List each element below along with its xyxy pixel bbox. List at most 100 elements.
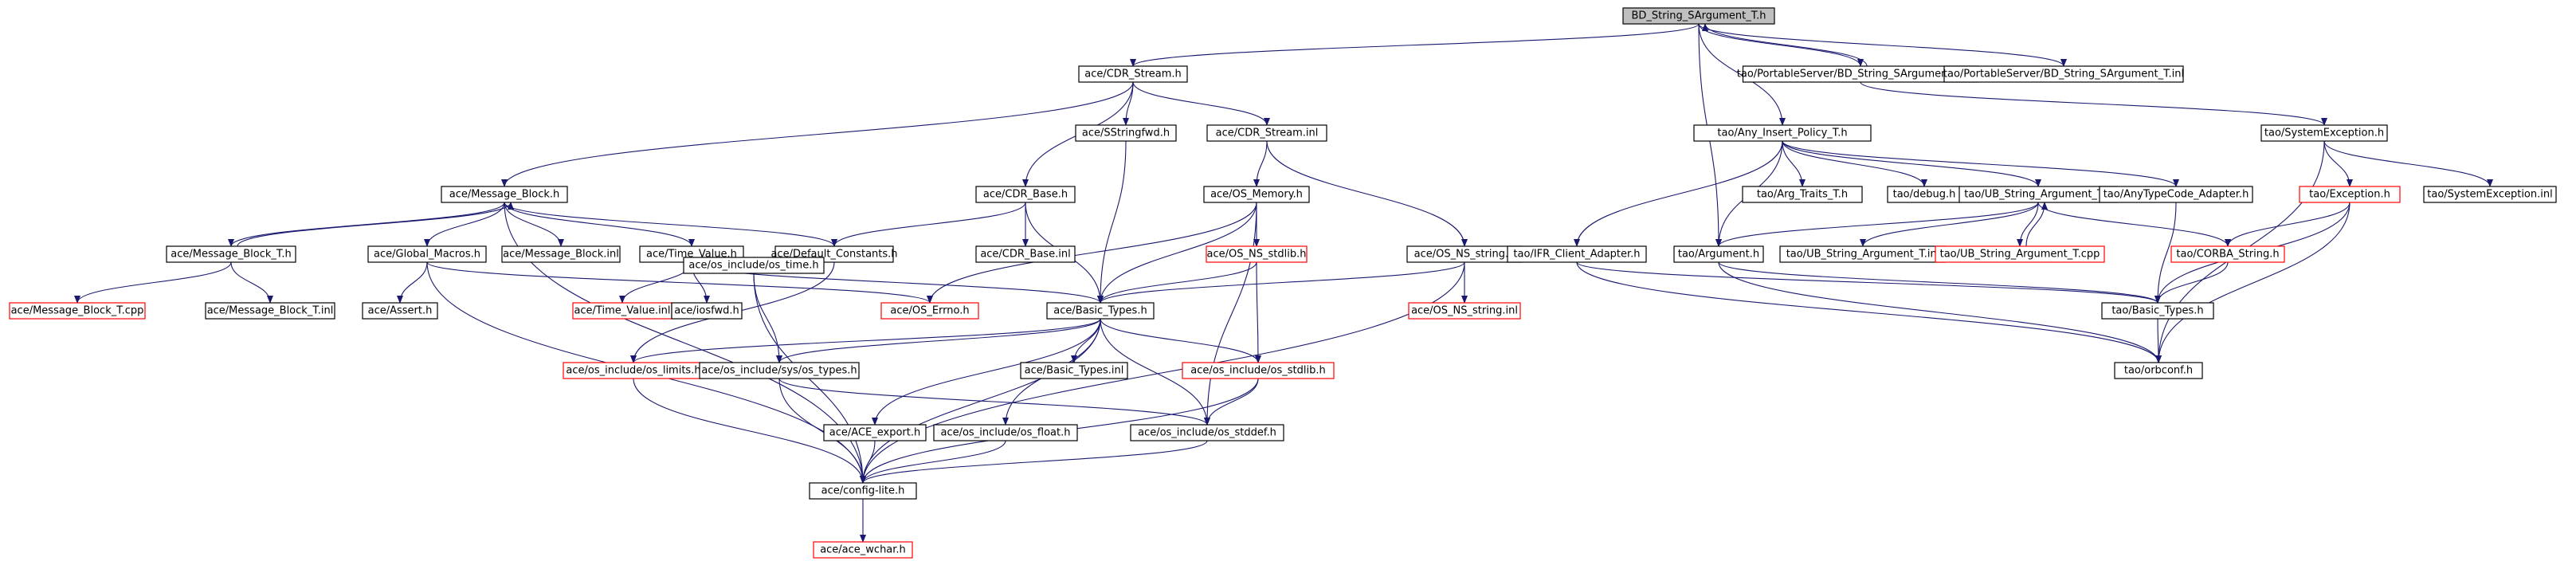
node-ub-string-arg-inl[interactable]: tao/UB_String_Argument_T.inl <box>1779 245 1947 263</box>
node-label: tao/Arg_Traits_T.h <box>1757 189 1848 201</box>
node-msgblock[interactable]: ace/Message_Block.h <box>441 186 568 203</box>
edge-any_insert-to-arg_traits <box>1782 140 1806 187</box>
node-label: tao/Exception.h <box>2309 189 2390 201</box>
edge-msgblock-to-msgblock_t <box>228 202 505 247</box>
node-basic-types[interactable]: ace/Basic_Types.h <box>1046 302 1155 320</box>
edge-msgblock-to-time_value <box>504 202 695 247</box>
node-sysexc-inl[interactable]: tao/SystemException.inl <box>2423 186 2557 203</box>
node-box <box>813 541 913 559</box>
node-label: ace/CDR_Stream.h <box>1084 69 1182 80</box>
node-ps-inl[interactable]: tao/PortableServer/BD_String_SArgument_T… <box>1943 65 2184 83</box>
node-argument-h[interactable]: tao/Argument.h <box>1673 245 1764 263</box>
node-os-ns-string-inl[interactable]: ace/OS_NS_string.inl <box>1408 302 1521 320</box>
node-box <box>501 245 621 263</box>
node-msgblock-inl[interactable]: ace/Message_Block.inl <box>501 245 621 263</box>
edge-os_ns_string-to-basic_types <box>1097 261 1465 304</box>
node-label: ace/CDR_Base.h <box>983 189 1068 201</box>
node-cdr-base-inl[interactable]: ace/CDR_Base.inl <box>975 245 1076 263</box>
node-assert-h[interactable]: ace/Assert.h <box>362 302 438 320</box>
edge-any_insert-to-ub_string_arg <box>1782 140 2041 187</box>
node-orbconf[interactable]: tao/orbconf.h <box>2114 362 2203 379</box>
node-box <box>1742 186 1863 203</box>
node-label: tao/UB_String_Argument_T.cpp <box>1940 249 2100 261</box>
node-os-time[interactable]: ace/os_include/os_time.h <box>683 257 825 274</box>
node-label: ace/Global_Macros.h <box>374 249 480 261</box>
node-label: tao/Any_Insert_Policy_T.h <box>1717 128 1847 139</box>
node-box <box>2299 186 2401 203</box>
edge-msgblock-to-default_consts <box>504 202 837 247</box>
node-os-float[interactable]: ace/os_include/os_float.h <box>933 424 1078 441</box>
node-any-insert[interactable]: tao/Any_Insert_Policy_T.h <box>1693 124 1872 142</box>
node-root[interactable]: BD_String_SArgument_T.h <box>1622 7 1775 25</box>
node-box <box>2099 186 2253 203</box>
edge-basic_types-to-os_stdlib <box>1100 318 1261 363</box>
edge-ps_cpp-to-root <box>1702 23 1868 67</box>
node-box <box>2260 124 2388 142</box>
node-msgblock-t[interactable]: ace/Message_Block_T.h <box>166 245 296 263</box>
edge-ps_cpp-to-sysexc <box>1860 81 2327 126</box>
node-cdr-stream-inl[interactable]: ace/CDR_Stream.inl <box>1206 124 1327 142</box>
node-sstringfwd[interactable]: ace/SStringfwd.h <box>1075 124 1177 142</box>
node-corba-string[interactable]: tao/CORBA_String.h <box>2170 245 2285 263</box>
node-cdr-base[interactable]: ace/CDR_Base.h <box>975 186 1076 203</box>
node-basic-types-inl[interactable]: ace/Basic_Types.inl <box>1020 362 1128 379</box>
node-cdr-stream[interactable]: ace/CDR_Stream.h <box>1078 65 1188 83</box>
edge-ub_string_arg-to-ub_string_arg_cpp <box>2017 202 2039 247</box>
node-arg-traits[interactable]: tao/Arg_Traits_T.h <box>1742 186 1863 203</box>
node-os-memory[interactable]: ace/OS_Memory.h <box>1203 186 1310 203</box>
edge-cdr_stream_inl-to-os_memory <box>1253 140 1268 187</box>
node-msgblock-t-inl[interactable]: ace/Message_Block_T.inl <box>205 302 335 320</box>
node-global-macros[interactable]: ace/Global_Macros.h <box>367 245 487 263</box>
node-msgblock-t-cpp[interactable]: ace/Message_Block_T.cpp <box>9 302 146 320</box>
node-label: ace/Basic_Types.h <box>1053 305 1147 317</box>
edge-cdr_base-to-default_consts <box>831 202 1026 247</box>
node-debug-h[interactable]: tao/debug.h <box>1887 186 1962 203</box>
node-box <box>1943 65 2184 83</box>
node-iosfwd[interactable]: ace/iosfwd.h <box>671 302 743 320</box>
edge-any_insert-to-anytypecode <box>1782 140 2179 187</box>
node-os-stddef[interactable]: ace/os_include/os_stddef.h <box>1130 424 1284 441</box>
node-label: ace/Time_Value.inl <box>574 305 670 317</box>
node-ifr-client[interactable]: tao/IFR_Client_Adapter.h <box>1507 245 1647 263</box>
node-sys-types[interactable]: ace/os_include/sys/os_types.h <box>699 362 860 379</box>
node-time-value-inl[interactable]: ace/Time_Value.inl <box>572 302 672 320</box>
node-ub-string-arg[interactable]: tao/UB_String_Argument_T.h <box>1958 186 2118 203</box>
node-sysexc[interactable]: tao/SystemException.h <box>2260 124 2388 142</box>
edge-root-to-any_insert <box>1698 23 1786 126</box>
node-box <box>441 186 568 203</box>
edge-any_insert-to-debug_h <box>1782 140 1927 187</box>
node-os-limits[interactable]: ace/os_include/os_limits.h <box>563 362 704 379</box>
node-label: tao/AnyTypeCode_Adapter.h <box>2104 189 2249 201</box>
edge-os_limits-to-config_lite <box>633 378 866 484</box>
node-tao-basic-types[interactable]: tao/Basic_Types.h <box>2101 302 2214 320</box>
node-os-ns-stdlib[interactable]: ace/OS_NS_stdlib.h <box>1206 245 1308 263</box>
node-label: ace/OS_Errno.h <box>890 305 969 317</box>
edge-os_memory-to-os_stddef <box>1204 202 1257 426</box>
node-ace-export[interactable]: ace/ACE_export.h <box>823 424 927 441</box>
node-ub-string-arg-cpp[interactable]: tao/UB_String_Argument_T.cpp <box>1935 245 2105 263</box>
edge-root-to-cdr_stream <box>1130 23 1700 67</box>
node-ace-wchar[interactable]: ace/ace_wchar.h <box>813 541 913 559</box>
edge-sysexc-to-sysexc_inl <box>2323 140 2493 187</box>
node-box <box>1020 362 1128 379</box>
edge-exception_h-to-orbconf <box>2155 202 2351 363</box>
edge-os_ns_stdlib-to-basic_types <box>1097 261 1257 304</box>
edge-ifr_client-to-orbconf <box>1576 261 2162 363</box>
node-box <box>1075 124 1177 142</box>
node-ps-cpp[interactable]: tao/PortableServer/BD_String_SArgument_T… <box>1737 65 1984 83</box>
edge-argument_h-to-tao_basic_types <box>1718 261 2161 304</box>
node-exception-h[interactable]: tao/Exception.h <box>2299 186 2401 203</box>
node-os-stdlib[interactable]: ace/os_include/os_stdlib.h <box>1182 362 1335 379</box>
node-os-errno[interactable]: ace/OS_Errno.h <box>880 302 979 320</box>
node-os-ns-string[interactable]: ace/OS_NS_string.h <box>1406 245 1523 263</box>
node-box <box>1130 424 1284 441</box>
node-box <box>2423 186 2557 203</box>
node-config-lite[interactable]: ace/config-lite.h <box>809 482 917 500</box>
node-anytypecode[interactable]: tao/AnyTypeCode_Adapter.h <box>2099 186 2253 203</box>
node-label: ace/Message_Block.inl <box>503 249 619 261</box>
node-layer: BD_String_SArgument_T.h tao/PortableServe… <box>9 7 2557 559</box>
edge-basic_types-to-ace_export <box>872 318 1101 426</box>
edge-msgblock-to-msgblock_inl <box>504 202 564 247</box>
node-box <box>671 302 743 320</box>
edge-ifr_client-to-tao_basic_types <box>1576 261 2161 304</box>
